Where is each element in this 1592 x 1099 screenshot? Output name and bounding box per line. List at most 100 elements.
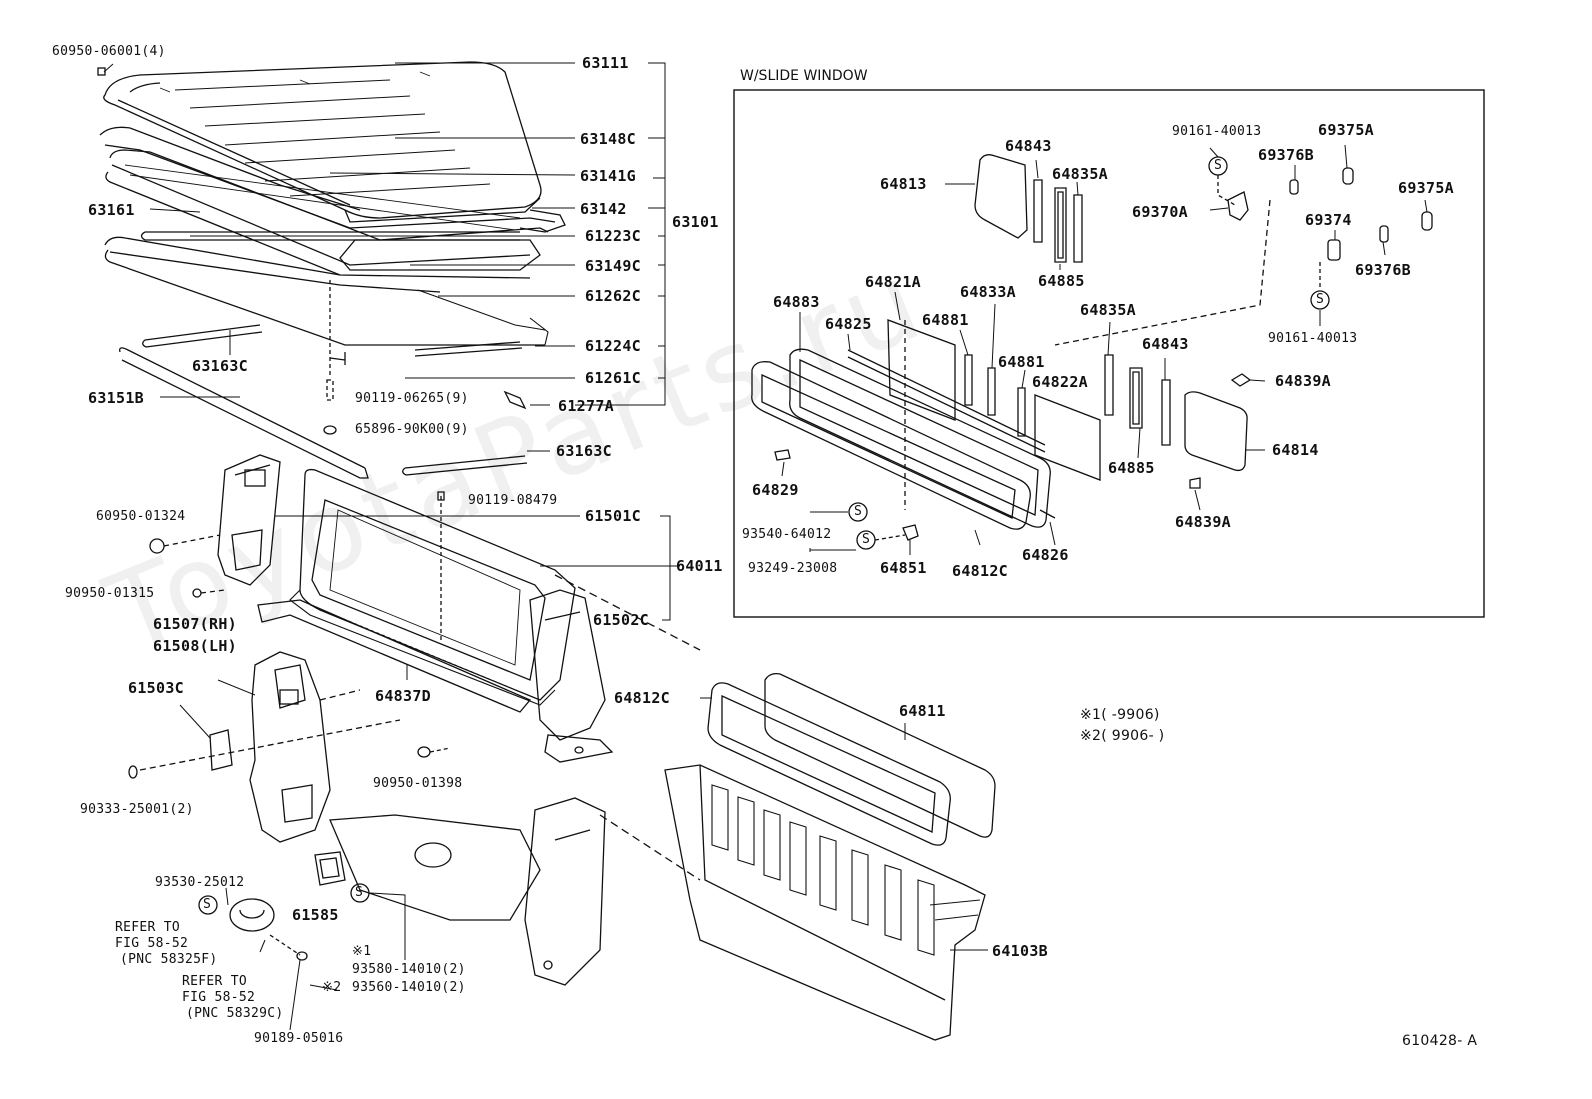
washer-65896-90k00 bbox=[323, 425, 337, 435]
strip-63151b bbox=[119, 347, 369, 479]
label-61262c: 61262C bbox=[585, 287, 641, 305]
footnote-1: ※1( -9906) bbox=[1080, 707, 1160, 723]
latch-69370a bbox=[1227, 191, 1249, 221]
refer-1-line-2: FIG 58-52 bbox=[115, 936, 189, 951]
label-93580-14010: 93580-14010(2) bbox=[352, 962, 466, 977]
knob-69376b-b bbox=[1379, 225, 1389, 243]
label-61508: 61508(LH) bbox=[153, 637, 237, 655]
glass-64814 bbox=[1184, 391, 1248, 472]
label-64822a: 64822A bbox=[1032, 373, 1088, 391]
pillar-61502c bbox=[529, 589, 606, 741]
refer-1-line-1: REFER TO bbox=[115, 920, 181, 935]
label-64881-a: 64881 bbox=[922, 311, 969, 329]
label-61502c: 61502C bbox=[593, 611, 649, 629]
screw-93580-14010 bbox=[350, 883, 370, 903]
s-mark-93580: S bbox=[355, 885, 364, 900]
label-61503c: 61503C bbox=[128, 679, 184, 697]
bed-front-panel-64103b bbox=[664, 764, 986, 1041]
strip-64843-a bbox=[1033, 179, 1043, 243]
grommet-60950-01324 bbox=[149, 538, 165, 554]
label-63148c: 63148C bbox=[580, 130, 636, 148]
strip-64843-b bbox=[1161, 379, 1171, 446]
label-64011: 64011 bbox=[676, 557, 723, 575]
strip-64885-b bbox=[1129, 367, 1143, 429]
s-mark-90161-a: S bbox=[1214, 158, 1223, 173]
strip-61261c bbox=[329, 352, 346, 365]
glass-64813 bbox=[974, 154, 1028, 239]
label-64812c-inset: 64812C bbox=[952, 562, 1008, 580]
screw-93540-64012 bbox=[848, 502, 868, 522]
seal-61585 bbox=[314, 851, 346, 886]
footnote-2: ※2( 9906- ) bbox=[1080, 728, 1165, 744]
label-63111: 63111 bbox=[582, 54, 629, 72]
bracket-right bbox=[544, 734, 614, 763]
fuel-cap bbox=[229, 898, 275, 932]
label-90333-25001: 90333-25001(2) bbox=[80, 802, 194, 817]
label-64103b: 64103B bbox=[992, 942, 1048, 960]
label-64839a-a: 64839A bbox=[1275, 372, 1331, 390]
s-mark-93530: S bbox=[203, 897, 212, 912]
label-63161: 63161 bbox=[88, 201, 135, 219]
pillar-61501c bbox=[217, 454, 281, 586]
strip-64881-b bbox=[1017, 387, 1026, 437]
label-64881-b: 64881 bbox=[998, 353, 1045, 371]
note-mark-1: ※1 bbox=[352, 944, 372, 959]
label-64833a: 64833A bbox=[960, 283, 1016, 301]
label-64851: 64851 bbox=[880, 559, 927, 577]
label-63149c: 63149C bbox=[585, 257, 641, 275]
clip-90950-01398 bbox=[417, 746, 431, 758]
clip-64839a-b bbox=[1189, 477, 1201, 489]
refer-2-line-2: FIG 58-52 bbox=[182, 990, 256, 1005]
label-61223c: 61223C bbox=[585, 227, 641, 245]
label-63163c-a: 63163C bbox=[192, 357, 248, 375]
clip-61277a bbox=[503, 390, 527, 410]
label-60950-01324: 60950-01324 bbox=[96, 509, 186, 524]
strip-61224c bbox=[414, 341, 523, 357]
label-69375a-b: 69375A bbox=[1398, 179, 1454, 197]
label-63101: 63101 bbox=[672, 213, 719, 231]
s-mark-93540: S bbox=[854, 504, 863, 519]
label-63163c-b: 63163C bbox=[556, 442, 612, 460]
label-64839a-b: 64839A bbox=[1175, 513, 1231, 531]
label-90950-01315: 90950-01315 bbox=[65, 586, 155, 601]
label-69374: 69374 bbox=[1305, 211, 1352, 229]
label-64835a-b: 64835A bbox=[1080, 301, 1136, 319]
label-64843-b: 64843 bbox=[1142, 335, 1189, 353]
strip-64833a bbox=[987, 367, 996, 416]
label-93560-14010: 93560-14010(2) bbox=[352, 980, 466, 995]
clip-90950-01315 bbox=[192, 588, 202, 598]
strip-64881-a bbox=[964, 354, 973, 406]
pillar-lower-right bbox=[524, 797, 606, 986]
label-64883: 64883 bbox=[773, 293, 820, 311]
strip-64825 bbox=[847, 349, 1046, 453]
seal-61262c bbox=[104, 236, 545, 346]
seal-64812c-inset bbox=[789, 348, 1051, 528]
label-61501c: 61501C bbox=[585, 507, 641, 525]
label-90119-06265: 90119-06265(9) bbox=[355, 391, 469, 406]
strip-64826 bbox=[1039, 509, 1056, 519]
pillar-61507-61508 bbox=[249, 651, 331, 843]
refer-1-line-3: (PNC 58325F) bbox=[120, 952, 218, 967]
label-64837d: 64837D bbox=[375, 687, 431, 705]
pad-69375a-a bbox=[1342, 167, 1354, 185]
label-64885-a: 64885 bbox=[1038, 272, 1085, 290]
gasket-63141g bbox=[105, 149, 549, 276]
leader-lines bbox=[103, 62, 1428, 1031]
label-90119-08479: 90119-08479 bbox=[468, 493, 558, 508]
strip-64835a-b bbox=[1104, 354, 1114, 416]
strip-64835a-a bbox=[1073, 194, 1083, 263]
refer-2-line-1: REFER TO bbox=[182, 974, 248, 989]
refer-2-line-3: (PNC 58329C) bbox=[186, 1006, 284, 1021]
inset-frame bbox=[733, 89, 1485, 618]
knob-69376b-a bbox=[1289, 179, 1299, 195]
figure-code: 610428- A bbox=[1402, 1033, 1478, 1049]
s-mark-90161-b: S bbox=[1316, 292, 1325, 307]
label-63142: 63142 bbox=[580, 200, 627, 218]
pad-69375a-b bbox=[1421, 211, 1433, 231]
plug-90333-25001 bbox=[128, 765, 138, 779]
note-mark-2: ※2 bbox=[322, 980, 342, 995]
label-64843-a: 64843 bbox=[1005, 137, 1052, 155]
label-64813: 64813 bbox=[880, 175, 927, 193]
label-65896-90k00: 65896-90K00(9) bbox=[355, 422, 469, 437]
